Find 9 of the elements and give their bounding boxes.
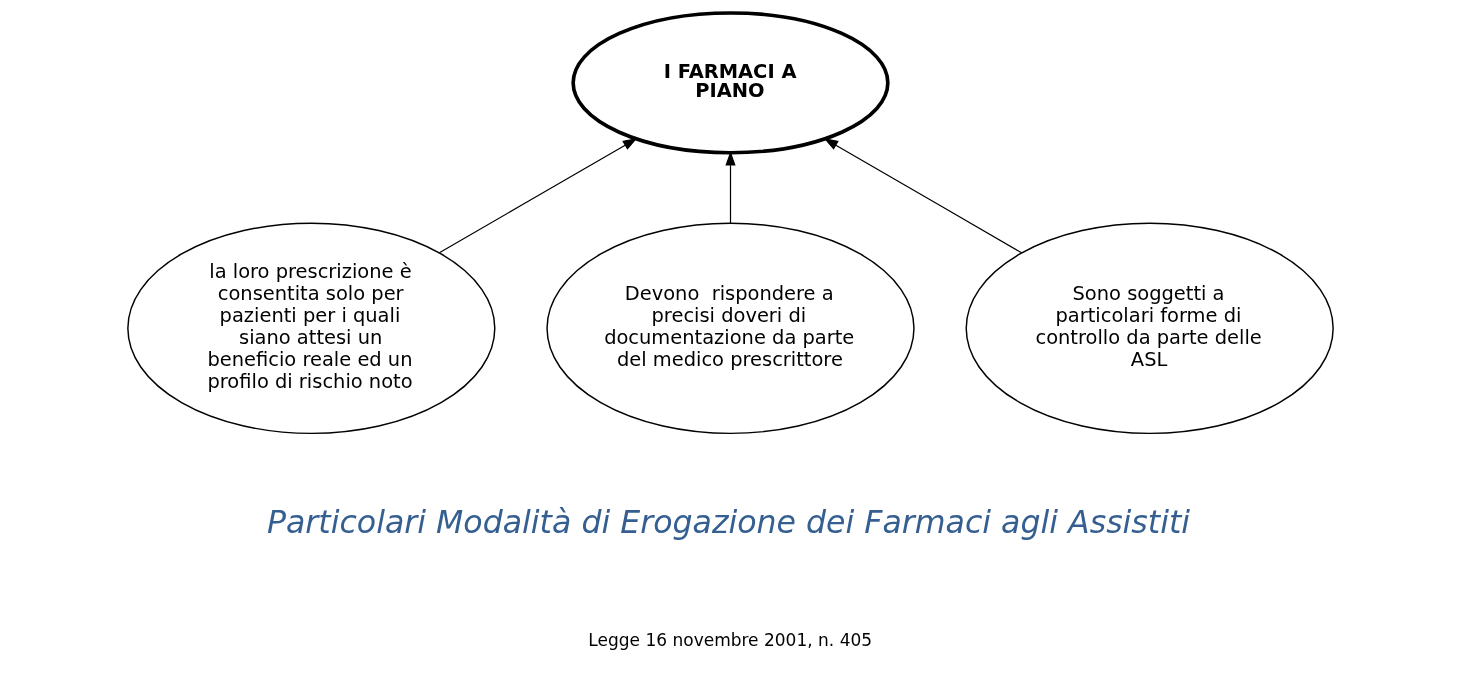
- label: Particolari Modalità di Erogazione dei Farmaci agli Assistiti: [266, 503, 1191, 540]
- arrow: [823, 138, 1023, 254]
- arrow: [438, 138, 638, 254]
- label: Legge 16 novembre 2001, n. 405: [588, 629, 873, 650]
- node-ellipse: I FARMACI A PIANO: [571, 11, 890, 155]
- arrow: [725, 151, 736, 224]
- node-ellipse: la loro prescrizione è consentita solo per pazienti per i quali siano attesi un beneficio reale ed un profilo di rischio noto: [127, 222, 496, 435]
- node-ellipse: Devono rispondere a precisi doveri di documentazione da parte del medico prescrittore: [546, 222, 915, 435]
- node-ellipse: Sono soggetti a particolari forme di controllo da parte delle ASL: [965, 222, 1334, 435]
